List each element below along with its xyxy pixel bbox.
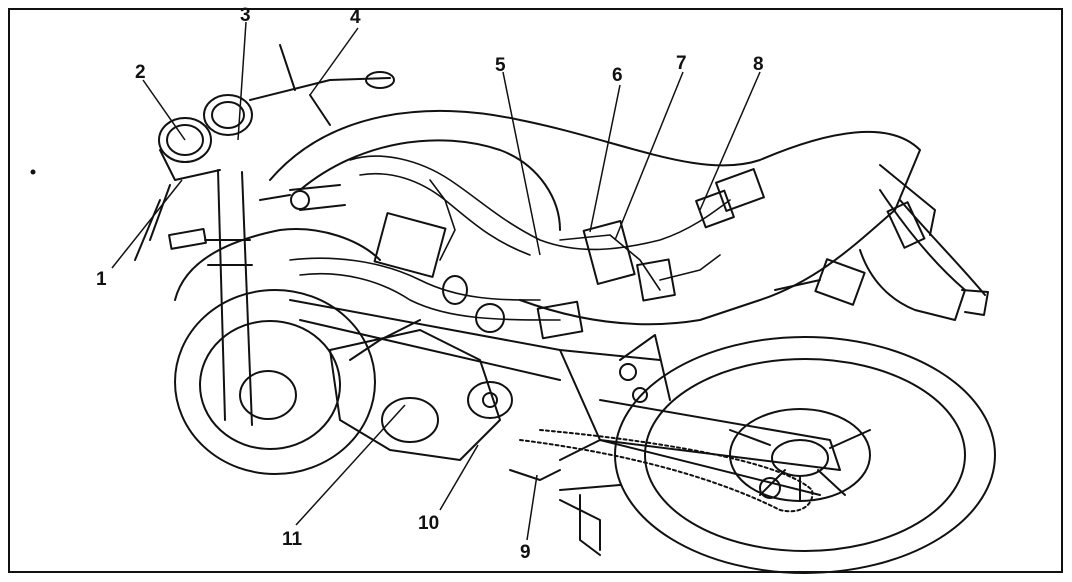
callout-2: 2 (135, 62, 146, 83)
tank-and-seat (269, 109, 966, 326)
instrument-cluster (158, 94, 253, 181)
electrical-components (259, 168, 866, 340)
wiring-harness (289, 155, 731, 321)
front-cowl (174, 228, 381, 301)
callout-7: 7 (676, 53, 687, 74)
callout-1: 1 (96, 269, 107, 290)
callout-6: 6 (612, 65, 623, 86)
callout-4: 4 (350, 7, 361, 28)
rear-fender (899, 199, 986, 296)
callout-leaders (111, 21, 761, 541)
handlebars (134, 44, 395, 261)
footpegs-and-stand (509, 469, 621, 556)
front-fork (204, 169, 253, 426)
engine (329, 319, 513, 461)
rear-wheel (614, 336, 996, 574)
callout-10: 10 (418, 513, 440, 534)
callout-9: 9 (520, 542, 531, 563)
front-wheel (174, 289, 376, 475)
callout-8: 8 (753, 54, 764, 75)
callout-5: 5 (495, 55, 506, 76)
callout-3: 3 (240, 5, 251, 26)
frame (289, 299, 661, 461)
diagram-border (8, 8, 1063, 573)
callout-11: 11 (282, 529, 303, 550)
drive-chain (519, 429, 814, 513)
